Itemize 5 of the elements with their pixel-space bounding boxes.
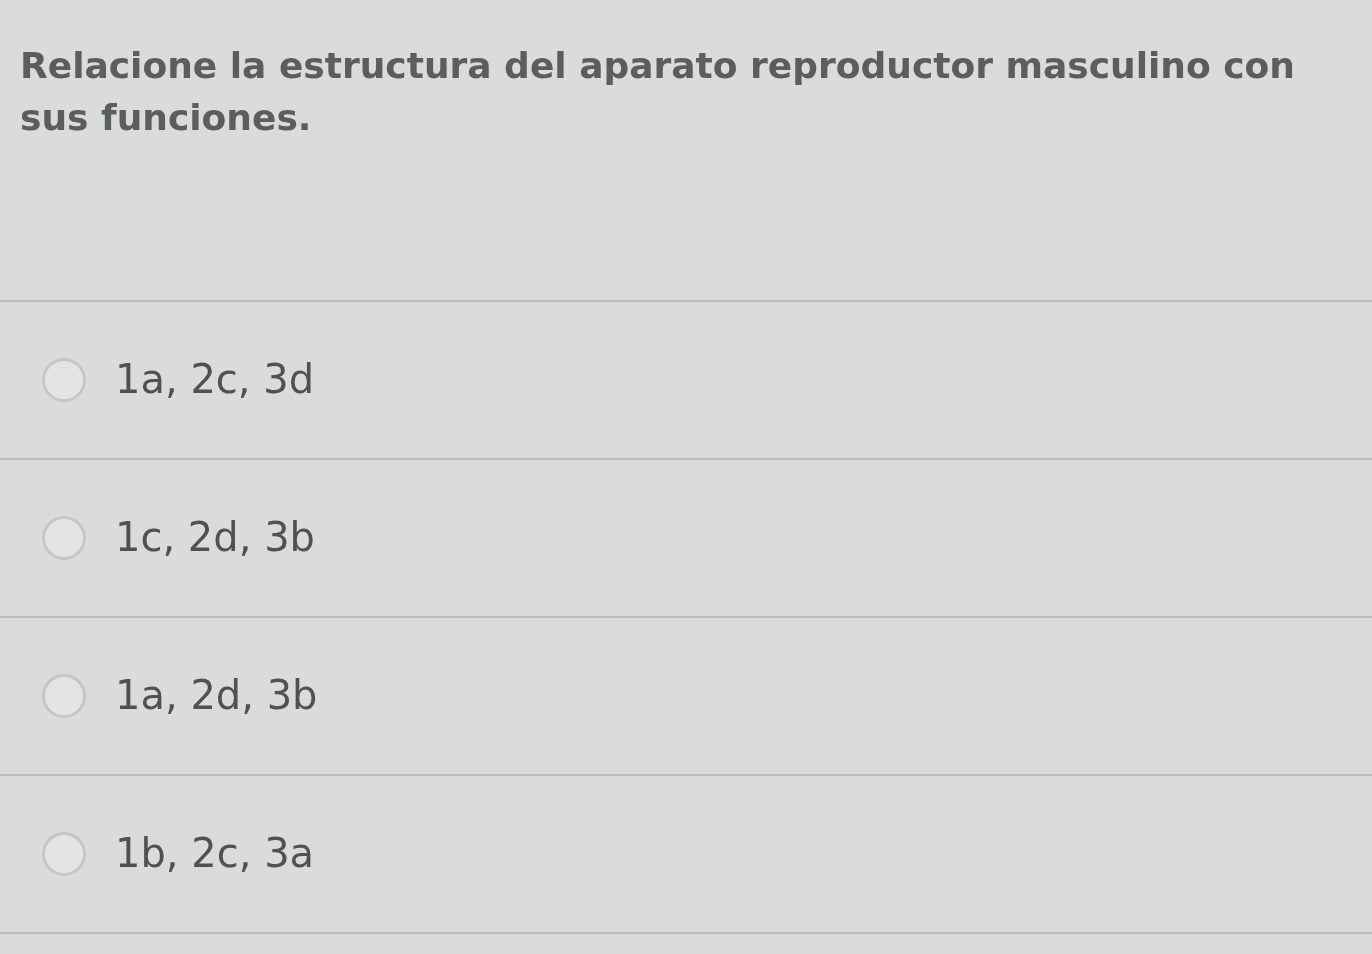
answer-option: 1c, 2d, 3b [115, 514, 315, 560]
answer-option: 1b, 2c, 3a [115, 830, 315, 876]
answer-option: 1a, 2d, 3b [115, 672, 318, 718]
answer-option: 1a, 2c, 3d [115, 356, 315, 402]
question-text: Relacione la estructura del aparato reproductor masculino con sus funciones. [20, 44, 1296, 140]
